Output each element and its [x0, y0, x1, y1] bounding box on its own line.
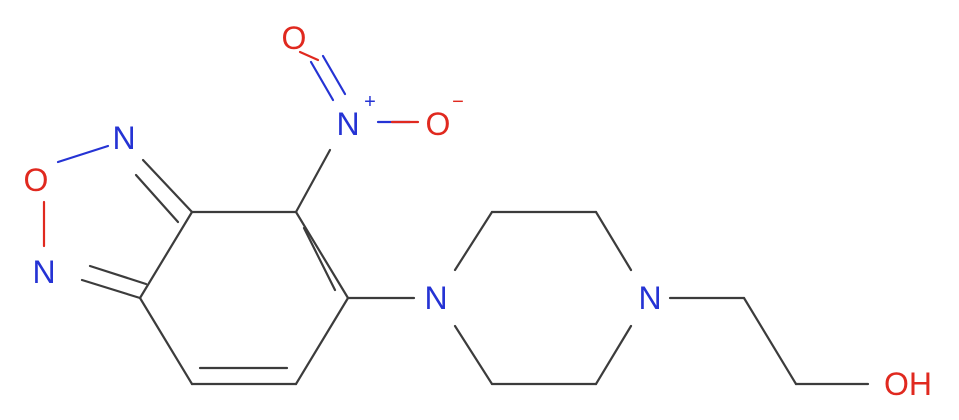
- oxadiazole-ring-bonds: [42, 144, 194, 300]
- piperazine-ring-bonds: [346, 210, 633, 386]
- hydroxyethyl-chain-bonds: [668, 296, 870, 386]
- nitro-oxygen-minus-label: O: [426, 106, 451, 142]
- nitro-oxygen-double-label: O: [282, 20, 307, 56]
- piperazine-nitrogen-right-label: N: [638, 280, 661, 316]
- nitro-group-bonds: [294, 50, 420, 214]
- nitro-oxygen-charge: −: [452, 91, 464, 113]
- hydroxyl-label: OH: [884, 366, 932, 402]
- piperazine-nitrogen-left-label: N: [424, 280, 447, 316]
- nitro-nitrogen-label: N: [336, 106, 359, 142]
- oxadiazole-nitrogen-top-label: N: [112, 120, 135, 156]
- oxadiazole-oxygen-label: O: [24, 162, 49, 198]
- benzene-ring-bonds: [138, 210, 350, 386]
- nitro-nitrogen-charge: +: [364, 91, 376, 113]
- oxadiazole-nitrogen-bottom-label: N: [32, 254, 55, 290]
